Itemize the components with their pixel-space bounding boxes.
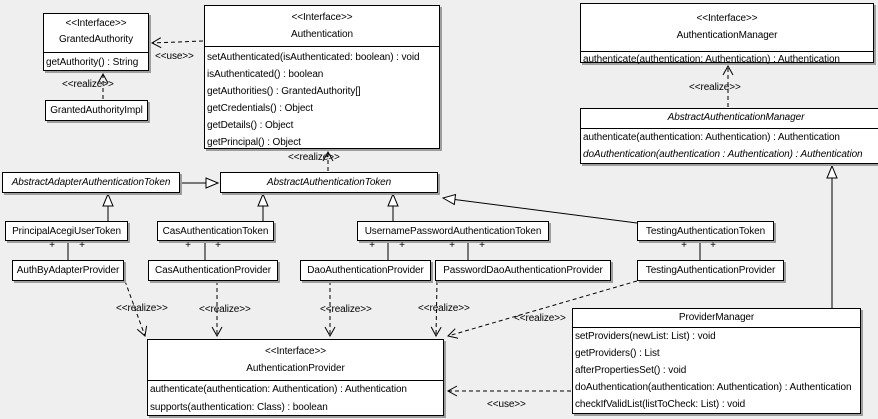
class-auth-by-adapter-provider[interactable]: AuthByAdapterProvider — [12, 260, 124, 281]
class-cas-authentication-token[interactable]: CasAuthenticationToken — [157, 221, 274, 241]
method: doAuthentication(authentication : Authen… — [583, 149, 863, 160]
class-granted-authority-impl[interactable]: GrantedAuthorityImpl — [45, 100, 148, 121]
class-name: GrantedAuthorityImpl — [50, 105, 143, 116]
class-dao-authentication-provider[interactable]: DaoAuthenticationProvider — [300, 260, 431, 281]
method: doAuthentication(authentication: Authent… — [575, 382, 852, 393]
method-compartment: setAuthenticated(isAuthenticated: boolea… — [205, 47, 439, 151]
class-abstract-authentication-token[interactable]: AbstractAuthenticationToken — [220, 172, 438, 193]
class-username-password-authentication-token[interactable]: UsernamePasswordAuthenticationToken — [357, 221, 549, 241]
use-authentication-grantedauthority — [150, 37, 204, 49]
class-name: TestingAuthenticationToken — [645, 225, 766, 237]
class-header: ProviderManager — [573, 309, 860, 328]
use-label: <<use>> — [487, 399, 526, 410]
class-name: PrincipalAcegiUserToken — [12, 225, 121, 237]
method: afterPropertiesSet() : void — [575, 365, 687, 376]
method: isAuthenticated() : boolean — [207, 69, 324, 80]
class-name: ProviderManager — [678, 312, 755, 323]
class-principal-acegi-user-token[interactable]: PrincipalAcegiUserToken — [5, 221, 128, 241]
class-cas-authentication-provider[interactable]: CasAuthenticationProvider — [148, 260, 278, 281]
class-name: AbstractAdapterAuthenticationToken — [11, 177, 171, 188]
realize-label: <<realize>> — [288, 152, 340, 163]
class-name: AuthenticationProvider — [246, 363, 345, 374]
stereotype-label: <<Interface>> — [291, 12, 353, 23]
association-plus: + — [449, 240, 455, 251]
class-name: PasswordDaoAuthenticationProvider — [443, 265, 603, 276]
method: checkIfValidList(listToCheck: List) : vo… — [575, 399, 746, 410]
class-password-dao-authentication-provider[interactable]: PasswordDaoAuthenticationProvider — [435, 260, 611, 281]
generalization-testing-token — [441, 193, 638, 224]
method: authenticate(authentication: Authenticat… — [583, 132, 840, 143]
class-authentication[interactable]: <<Interface>> Authentication setAuthenti… — [204, 5, 440, 149]
class-authentication-provider[interactable]: <<Interface>> AuthenticationProvider aut… — [147, 339, 444, 416]
method: getProviders() : List — [575, 348, 660, 359]
association-plus: + — [79, 240, 85, 251]
class-name: AbstractAuthenticationToken — [266, 177, 392, 188]
realize-label: <<realize>> — [514, 313, 566, 324]
class-granted-authority[interactable]: <<Interface>> GrantedAuthority getAuthor… — [43, 13, 149, 71]
class-testing-authentication-provider[interactable]: TestingAuthenticationProvider — [637, 260, 784, 281]
class-name: CasAuthenticationToken — [162, 225, 269, 237]
class-name: AbstractAuthenticationManager — [667, 112, 805, 123]
class-testing-authentication-token[interactable]: TestingAuthenticationToken — [637, 221, 774, 241]
method: authenticate(authentication: Authenticat… — [150, 384, 407, 395]
class-abstract-authentication-manager[interactable]: AbstractAuthenticationManager authentica… — [580, 108, 878, 164]
association-plus: + — [681, 240, 687, 251]
class-header: <<Interface>> GrantedAuthority — [44, 14, 148, 53]
realize-label: <<realize>> — [62, 79, 114, 90]
method: setAuthenticated(isAuthenticated: boolea… — [207, 52, 420, 63]
association-plus: + — [49, 240, 55, 251]
class-header: <<Interface>> Authentication — [205, 6, 439, 47]
realize-testing-provider — [447, 280, 638, 339]
association-plus: + — [185, 240, 191, 251]
class-header: <<Interface>> AuthenticationManager — [581, 4, 873, 52]
method: authenticate(authentication: Authenticat… — [583, 54, 840, 65]
association-plus: + — [399, 240, 405, 251]
method: getPrincipal() : Object — [207, 137, 301, 148]
association-plus: + — [215, 240, 221, 251]
method: supports(authentication: Class) : boolea… — [150, 402, 328, 413]
class-name: AuthenticationManager — [676, 30, 778, 41]
stereotype-label: <<Interface>> — [265, 346, 326, 357]
realize-label: <<realize>> — [199, 304, 251, 315]
method: getCredentials() : Object — [207, 103, 313, 114]
method: getDetails() : Object — [207, 120, 294, 131]
method: getAuthorities() : GrantedAuthority[] — [207, 86, 361, 97]
realize-label: <<realize>> — [689, 82, 741, 93]
realize-label: <<realize>> — [320, 304, 372, 315]
stereotype-label: <<Interface>> — [65, 18, 127, 29]
class-header: <<Interface>> AuthenticationProvider — [148, 340, 443, 381]
class-name: CasAuthenticationProvider — [155, 265, 271, 276]
class-name: GrantedAuthority — [59, 34, 133, 45]
association-plus: + — [479, 240, 485, 251]
method: getAuthority() : String — [46, 57, 139, 68]
realize-label: <<realize>> — [418, 303, 470, 314]
realize-passworddao-provider — [430, 280, 442, 338]
realize-authbyadapter-provider — [124, 280, 148, 337]
use-label: <<use>> — [155, 51, 194, 62]
class-provider-manager[interactable]: ProviderManager setProviders(newList: Li… — [572, 308, 861, 414]
class-name: UsernamePasswordAuthenticationToken — [364, 225, 542, 237]
class-name: Authentication — [291, 29, 353, 40]
class-name: TestingAuthenticationProvider — [645, 265, 776, 276]
class-authentication-manager[interactable]: <<Interface>> AuthenticationManager auth… — [580, 3, 874, 65]
class-name: DaoAuthenticationProvider — [307, 265, 424, 276]
method: setProviders(newList: List) : void — [575, 331, 716, 342]
realize-label: <<realize>> — [116, 303, 168, 314]
stereotype-label: <<Interface>> — [696, 13, 758, 24]
class-header: AbstractAuthenticationManager — [581, 109, 878, 129]
class-abstract-adapter-authentication-token[interactable]: AbstractAdapterAuthenticationToken — [2, 172, 180, 193]
association-plus: + — [710, 240, 716, 251]
class-name: AuthByAdapterProvider — [16, 265, 120, 276]
association-plus: + — [369, 240, 375, 251]
